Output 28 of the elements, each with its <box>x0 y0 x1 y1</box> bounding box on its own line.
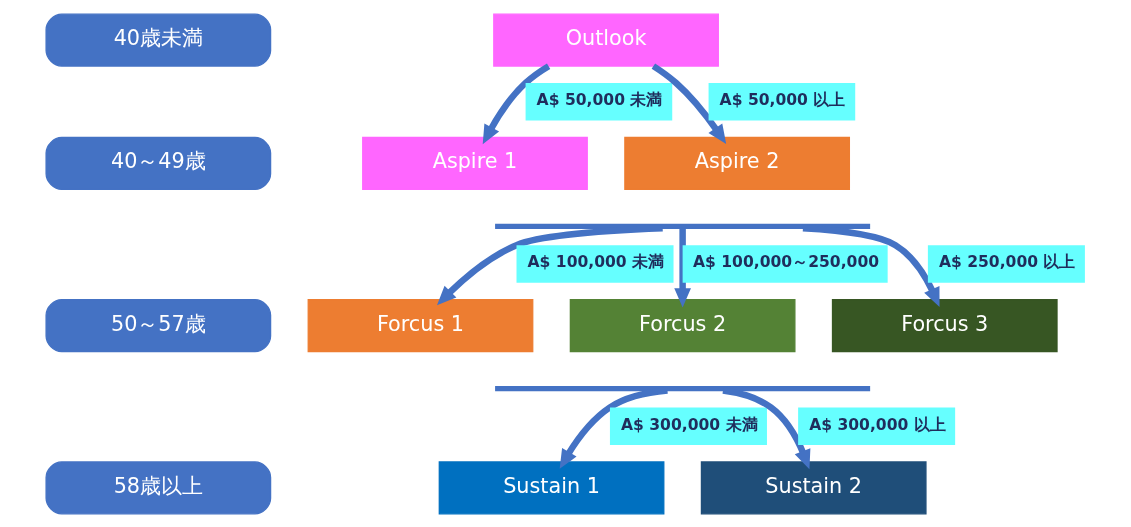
arrow <box>722 386 811 469</box>
edge-label: A$ 300,000 以上 <box>809 415 946 434</box>
node-box: 40～49歳 <box>45 136 272 190</box>
edge-label: A$ 50,000 未満 <box>536 90 663 109</box>
node-box: Forcus 1 <box>307 298 534 352</box>
node-bar <box>495 385 871 391</box>
arrow <box>674 228 691 307</box>
edge-label: A$ 250,000 以上 <box>938 252 1076 271</box>
arrow <box>559 386 668 469</box>
node-box: Forcus 2 <box>569 298 796 352</box>
node-box: Outlook <box>493 13 719 67</box>
node-bar <box>495 223 871 229</box>
arrow <box>802 224 940 307</box>
edge-label: A$ 100,000 未満 <box>527 252 665 271</box>
node-box: Aspire 2 <box>624 136 850 190</box>
node-box: Aspire 1 <box>362 136 588 190</box>
node-box: 50～57歳 <box>45 298 272 352</box>
edge-label: A$ 300,000 未満 <box>620 415 758 434</box>
arrow <box>437 224 663 305</box>
arrow <box>482 63 551 144</box>
node-box: Forcus 3 <box>831 298 1058 352</box>
arrow <box>651 62 727 144</box>
edge-label: A$ 100,000～250,000 <box>693 252 880 271</box>
edge-label: A$ 50,000 以上 <box>719 90 846 109</box>
node-box: 40歳未満 <box>45 13 272 67</box>
node-box: Sustain 2 <box>700 460 927 514</box>
node-box: 58歳以上 <box>45 460 272 514</box>
node-box: Sustain 1 <box>438 460 665 514</box>
